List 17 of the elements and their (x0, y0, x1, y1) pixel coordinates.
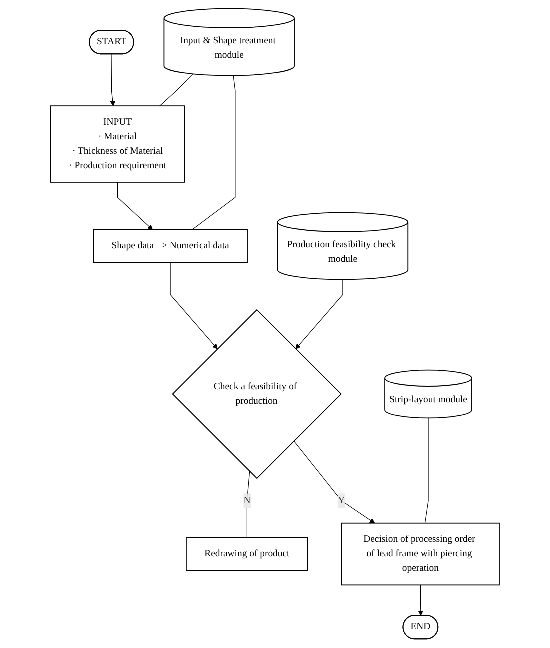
node-diamond: Check a feasibility of production (172, 309, 342, 480)
node-box: Redrawing of product (186, 537, 308, 572)
arrow (294, 440, 375, 524)
arrow (110, 54, 116, 106)
node-box: Shape data => Numerical data (92, 229, 248, 264)
node-box: Decision of processing order of lead frame with piercing operation (341, 522, 500, 586)
connector (159, 74, 194, 106)
connector (192, 75, 236, 230)
arrow (418, 584, 424, 616)
connector (424, 418, 429, 524)
arrow (117, 182, 153, 230)
edge-label: Y (338, 495, 346, 506)
edge-label: N (244, 495, 251, 506)
arrow (170, 262, 218, 350)
arrow (295, 279, 344, 350)
node-box: INPUT · Material · Thickness of Material · Production requirement (50, 106, 185, 183)
connector (246, 471, 250, 538)
